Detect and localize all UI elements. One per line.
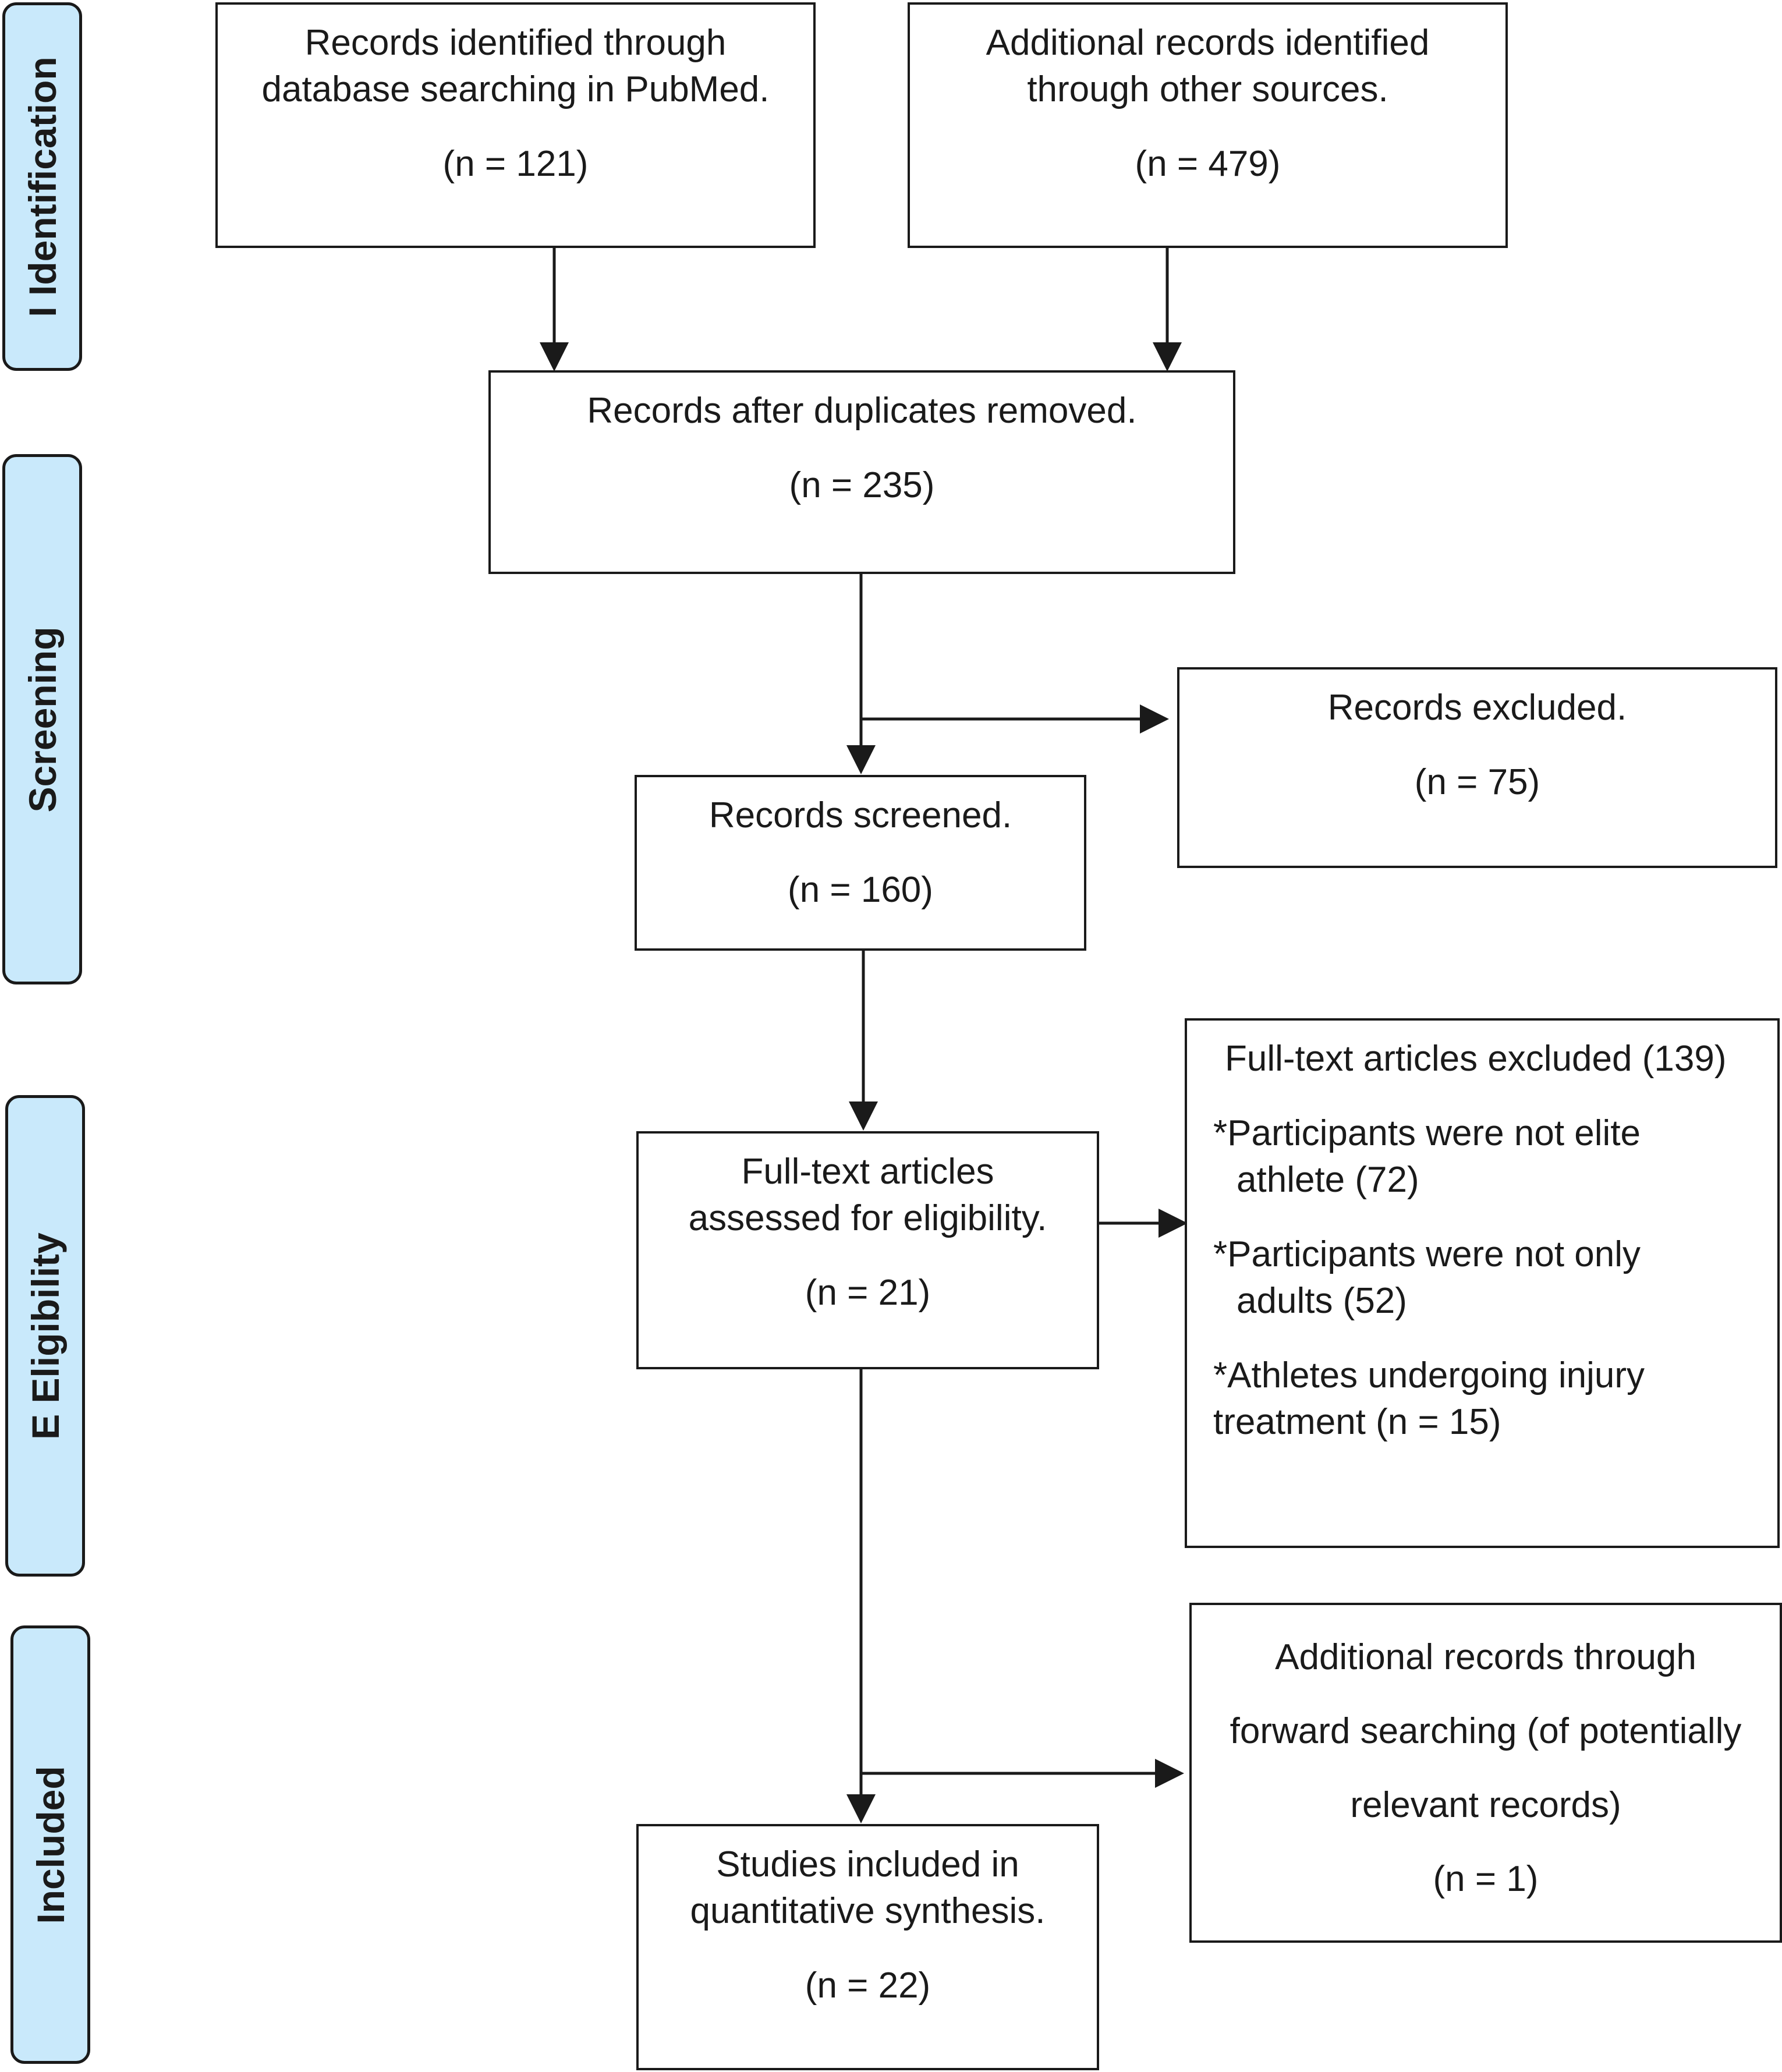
pubmed-count: (n = 121)	[442, 144, 589, 184]
forward-search-count: (n = 1)	[1433, 1859, 1539, 1899]
box-other-sources: Additional records identified through ot…	[908, 2, 1508, 248]
forward-search-line3: relevant records)	[1350, 1785, 1621, 1825]
stage-eligibility-label: E Eligibility	[23, 1232, 67, 1440]
other-sources-line1: Additional records identified	[986, 23, 1430, 63]
box-studies-included: Studies included in quantitative synthes…	[636, 1824, 1099, 2070]
other-sources-line2: through other sources.	[1027, 69, 1388, 109]
other-sources-count: (n = 479)	[1135, 144, 1281, 184]
stage-included: Included	[10, 1625, 90, 2064]
after-duplicates-line1: Records after duplicates removed.	[587, 391, 1137, 431]
exclusion-reason-1: *Participants were not elite	[1213, 1113, 1641, 1153]
records-screened-count: (n = 160)	[788, 870, 933, 910]
pubmed-line1: Records identified through	[304, 23, 727, 63]
stage-included-label: Included	[29, 1765, 72, 1924]
studies-included-count: (n = 22)	[805, 1965, 931, 2006]
box-pubmed-records: Records identified through database sear…	[215, 2, 816, 248]
box-records-excluded: Records excluded. (n = 75)	[1177, 667, 1777, 868]
stage-identification: I Identification	[2, 2, 82, 371]
stage-screening: Screening	[2, 454, 82, 984]
stage-eligibility: E Eligibility	[5, 1095, 85, 1577]
forward-search-line1: Additional records through	[1275, 1637, 1696, 1677]
exclusion-reason-3: *Athletes undergoing injury	[1213, 1355, 1645, 1395]
studies-included-line2: quantitative synthesis.	[690, 1891, 1046, 1931]
forward-search-line2: forward searching (of potentially	[1230, 1711, 1742, 1751]
box-fulltext-excluded: Full-text articles excluded (139) *Parti…	[1185, 1018, 1780, 1548]
box-records-screened: Records screened. (n = 160)	[635, 775, 1086, 951]
fulltext-assessed-line2: assessed for eligibility.	[688, 1198, 1047, 1238]
exclusion-reason-2-cont: adults (52)	[1237, 1281, 1407, 1321]
exclusion-reason-3-cont: treatment (n = 15)	[1213, 1402, 1501, 1442]
after-duplicates-count: (n = 235)	[789, 465, 935, 505]
stage-identification-label: I Identification	[20, 56, 64, 317]
fulltext-assessed-line1: Full-text articles	[741, 1152, 994, 1192]
exclusion-reason-1-cont: athlete (72)	[1237, 1160, 1419, 1200]
box-fulltext-assessed: Full-text articles assessed for eligibil…	[636, 1131, 1099, 1369]
fulltext-excluded-title: Full-text articles excluded (139)	[1225, 1039, 1727, 1079]
records-excluded-count: (n = 75)	[1414, 762, 1540, 802]
stage-screening-label: Screening	[20, 626, 64, 813]
fulltext-assessed-count: (n = 21)	[805, 1273, 931, 1313]
box-after-duplicates: Records after duplicates removed. (n = 2…	[488, 370, 1235, 574]
records-excluded-line1: Records excluded.	[1327, 688, 1627, 728]
pubmed-line2: database searching in PubMed.	[261, 69, 770, 109]
records-screened-line1: Records screened.	[708, 795, 1012, 835]
exclusion-reason-2: *Participants were not only	[1213, 1234, 1641, 1274]
studies-included-line1: Studies included in	[716, 1844, 1019, 1885]
box-forward-search: Additional records through forward searc…	[1189, 1603, 1782, 1943]
